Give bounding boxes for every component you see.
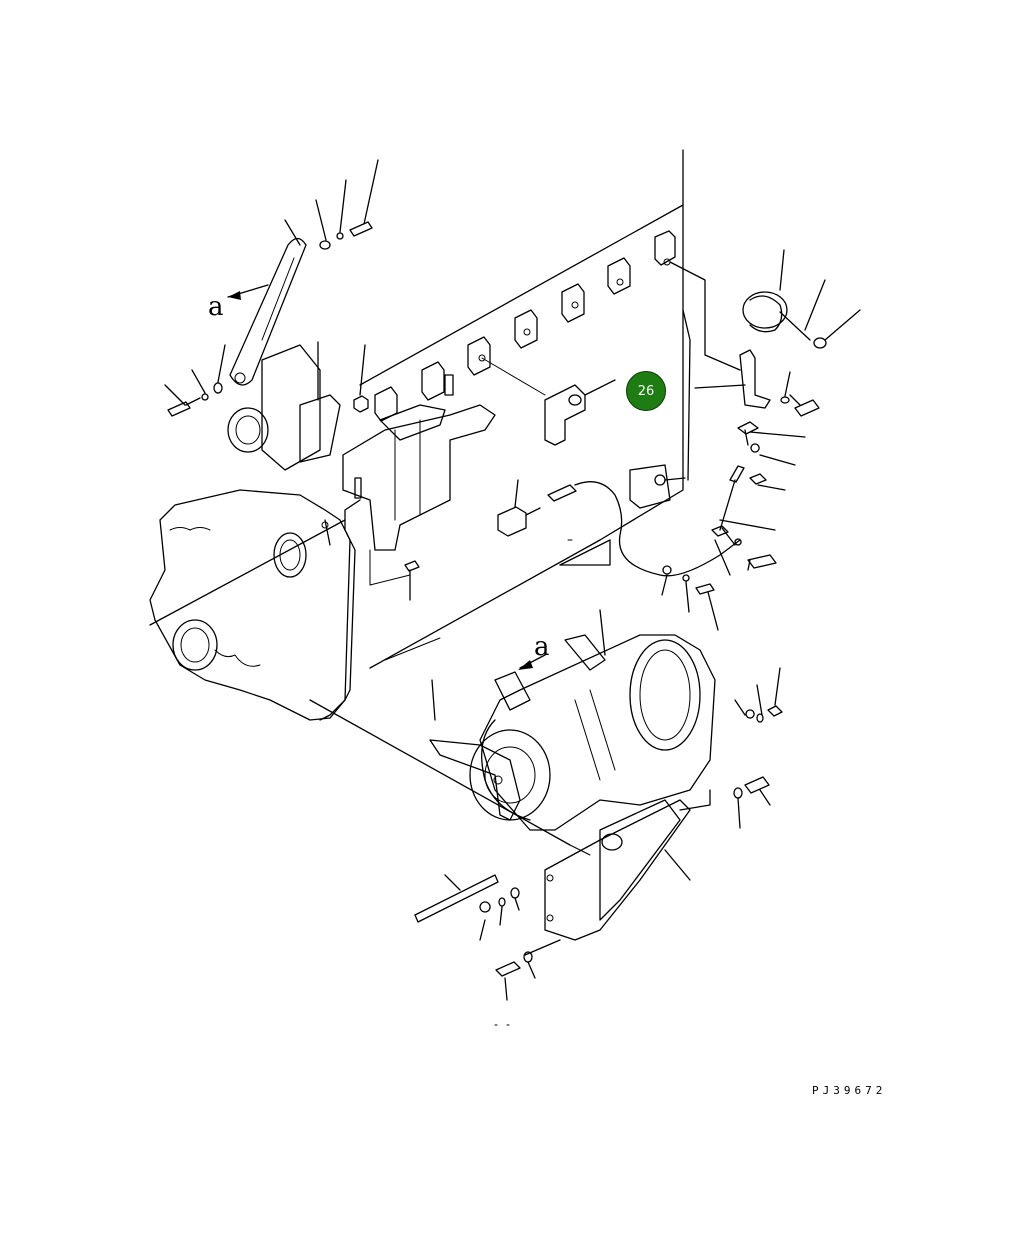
alternator: [429, 609, 716, 831]
injection-pump: [319, 374, 496, 721]
alternator-mounting-brackets: [414, 667, 783, 1001]
top-right-sender-assembly: [669, 249, 861, 491]
callout-badge[interactable]: 26: [626, 371, 666, 411]
sensor-bracket: [481, 357, 616, 446]
upper-left-bracket: [164, 341, 369, 471]
front-gear-housing: [149, 489, 351, 721]
right-side-clamps: [629, 464, 777, 631]
alternator-adjusting-link: [227, 159, 379, 386]
sensor-harness: [497, 479, 741, 577]
view-label-a-top: a: [208, 292, 224, 322]
drawing-code: PJ39672: [812, 1084, 887, 1097]
view-label-a-bottom: a: [534, 632, 550, 662]
engine-block-outline: [309, 149, 691, 846]
reference-lines: [384, 637, 591, 1026]
